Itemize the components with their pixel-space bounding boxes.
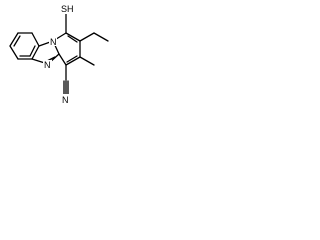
imine-nitrogen-label: N	[44, 60, 51, 70]
label-mask	[60, 3, 80, 14]
bond	[31, 32, 40, 47]
double-bond-inner	[13, 35, 21, 47]
bond	[58, 53, 67, 66]
double-bond-inner	[29, 45, 36, 57]
label-mask	[49, 37, 57, 46]
bond	[9, 45, 19, 60]
molecular-structure: SH N N N	[9, 3, 109, 105]
bond	[31, 45, 40, 60]
label-mask	[43, 60, 52, 69]
bond	[65, 56, 81, 66]
nitrile-nitrogen-label: N	[62, 95, 69, 105]
double-bond-inner	[66, 55, 78, 63]
double-bond-inner	[67, 35, 78, 43]
bridgehead-nitrogen-label: N	[50, 37, 57, 47]
bond	[65, 32, 81, 42]
ethyl-bond	[93, 32, 109, 42]
benzene-ring	[9, 32, 40, 60]
label-mask	[61, 94, 70, 104]
methyl-bond	[79, 56, 95, 66]
substituents	[63, 13, 109, 96]
ethyl-bond	[79, 32, 95, 42]
thiol-label: SH	[61, 4, 74, 14]
bond	[9, 32, 19, 47]
